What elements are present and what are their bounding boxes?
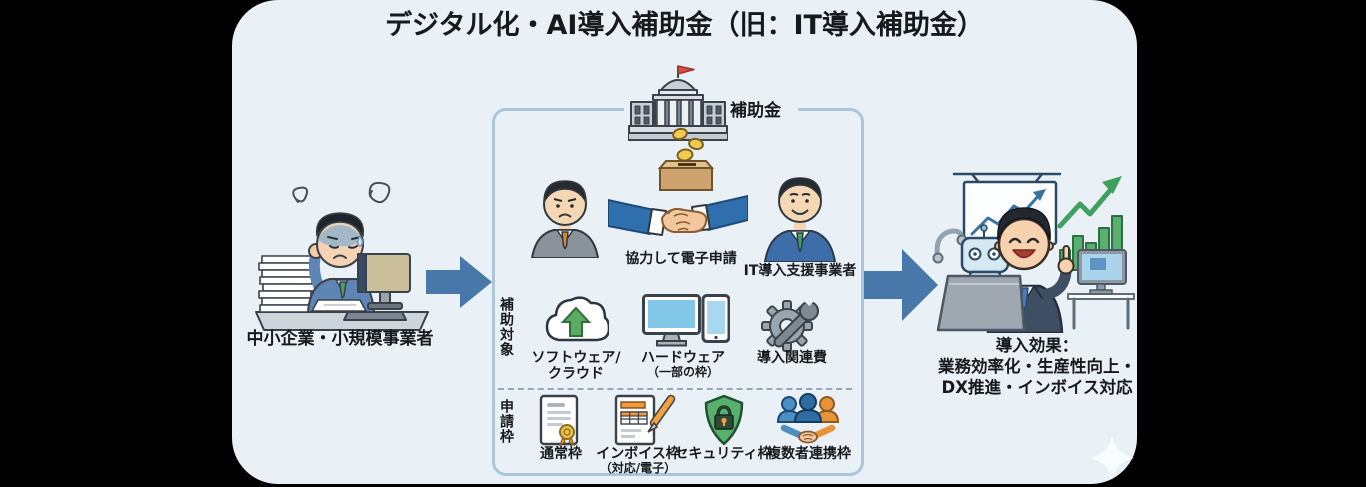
hardware-devices-icon: [642, 294, 730, 347]
label-line1: ハードウェア: [641, 350, 725, 366]
cloud-upload-icon: [545, 296, 609, 342]
effects-caption-line1: 導入効果：: [995, 336, 1079, 355]
infographic-card: デジタル化・AI導入補助金（旧：IT導入補助金）: [232, 0, 1137, 484]
label-line2: （対応/電子）: [599, 461, 677, 476]
target-row-label: 補助対象: [498, 297, 514, 357]
normal-frame-label: 通常枠: [540, 446, 582, 462]
application-label: 協力して電子申請: [625, 251, 737, 267]
effects-caption-line2: 業務効率化・生産性向上・: [938, 357, 1136, 376]
label-line1: セキュリティ枠: [674, 446, 772, 462]
software-cloud-label: ソフトウェア/ クラウド: [531, 350, 620, 382]
security-frame-label: セキュリティ枠: [674, 446, 771, 462]
label-line1: ソフトウェア/: [531, 350, 621, 366]
label-line1: インボイス枠: [596, 446, 680, 462]
handshake-icon: [608, 195, 748, 236]
vendor-label: IT導入支援事業者: [743, 263, 857, 279]
dx-success-illustration: [932, 172, 1135, 333]
effects-caption: 導入効果： 業務効率化・生産性向上・ DX推進・インボイス対応: [938, 335, 1136, 398]
label-line2: （一部の枠）: [646, 365, 719, 380]
label-line2: クラウド: [548, 366, 604, 383]
label-line1: 複数者連携枠: [767, 446, 851, 462]
label-line1: 通常枠: [540, 446, 582, 462]
applicant-avatar: [530, 180, 600, 258]
invoice-frame-label: インボイス枠 （対応/電子）: [596, 446, 680, 476]
smb-caption: 中小企業・小規模事業者: [246, 329, 434, 349]
subsidy-coins-box-icon: [657, 127, 715, 191]
multi-party-frame-label: 複数者連携枠: [767, 446, 851, 462]
sparkle-icon: [1090, 436, 1134, 480]
security-shield-icon: [704, 394, 744, 446]
hardware-label: ハードウェア （一部の枠）: [641, 350, 725, 380]
invoice-pencil-icon: [614, 394, 676, 446]
certificate-document-icon: [539, 394, 579, 446]
subsidy-source-label: 補助金: [730, 101, 781, 121]
label-line1: 導入関連費: [757, 350, 827, 366]
gear-wrench-icon: [761, 292, 819, 352]
vendor-avatar: [763, 177, 837, 262]
related-cost-label: 導入関連費: [757, 350, 827, 366]
section-divider: [498, 388, 852, 390]
effects-caption-line3: DX推進・インボイス対応: [941, 378, 1133, 397]
page-title: デジタル化・AI導入補助金（旧：IT導入補助金）: [385, 10, 984, 41]
stressed-worker-illustration: [255, 181, 429, 331]
multi-party-collaboration-icon: [776, 393, 840, 444]
flow-arrow-left-icon: [426, 256, 492, 308]
flow-arrow-right-icon: [864, 249, 938, 321]
frames-row-label: 申請枠: [498, 399, 514, 444]
